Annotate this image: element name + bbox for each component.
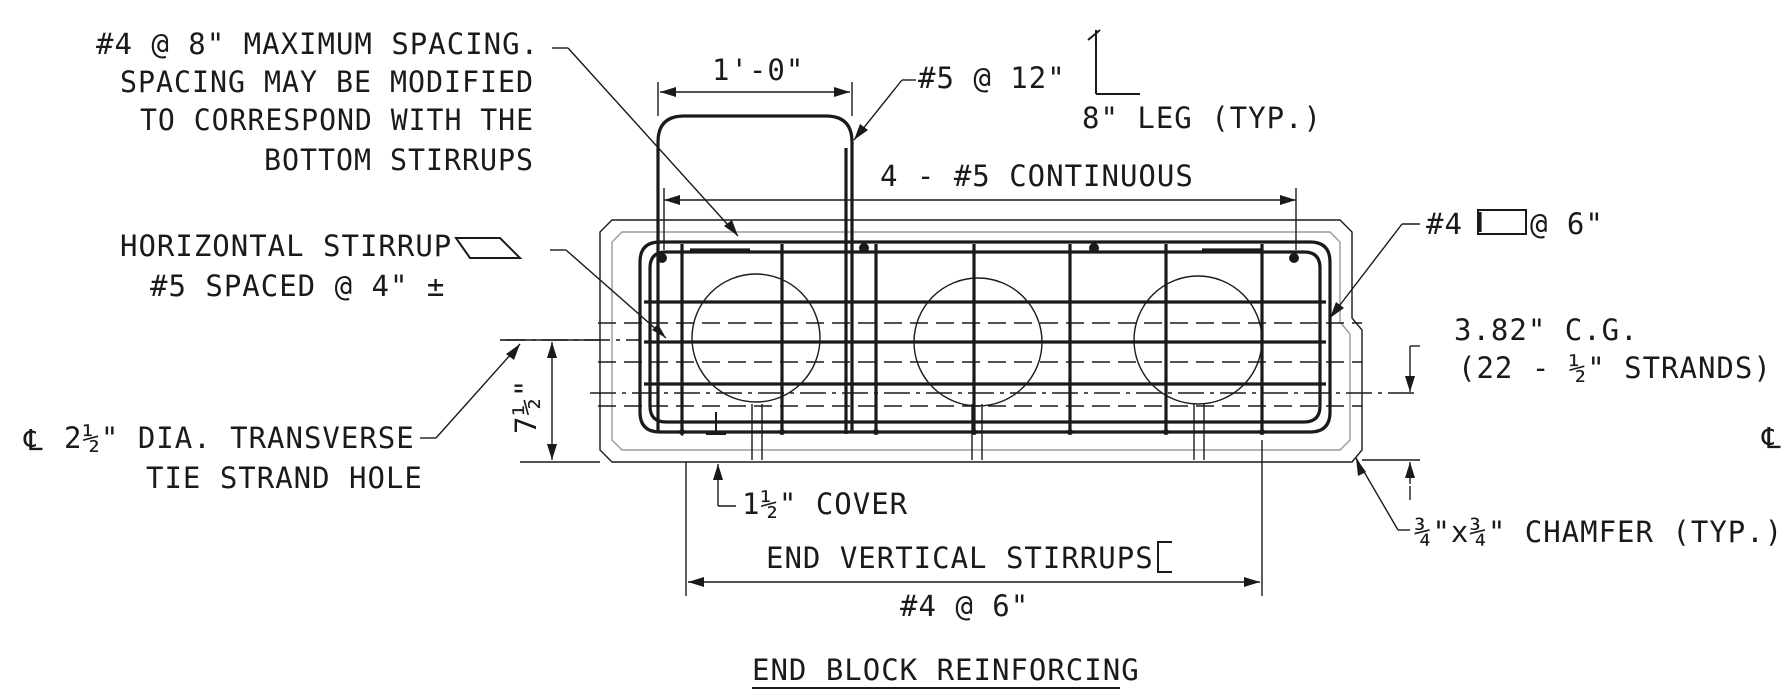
leader-tie-hole	[420, 343, 521, 439]
end-vertical-spacing-label: #4 @ 6"	[900, 589, 1029, 623]
height-label: 7½"	[509, 379, 543, 434]
note-top-stirrup-1: #4 @ 8" MAXIMUM SPACING.	[96, 27, 539, 61]
note-horizontal-stirrup-1: HORIZONTAL STIRRUP	[120, 229, 452, 263]
continuous-bar-dot-4	[1289, 253, 1299, 263]
closed-stirrup-symbol	[1477, 209, 1527, 235]
leg-symbol	[1087, 29, 1140, 95]
note-top-stirrup-2: SPACING MAY BE MODIFIED	[120, 65, 534, 99]
horizontal-stirrup-symbol	[454, 237, 523, 259]
continuous-bar-dot-3	[1089, 243, 1099, 253]
leader-closed-stirrup	[1329, 223, 1420, 319]
cover-label: 1½" COVER	[742, 487, 908, 521]
leader-cover	[713, 464, 736, 507]
note-top-stirrup-3: TO CORRESPOND WITH THE	[140, 103, 534, 137]
cg-label-2: (22 - ½" STRANDS)	[1458, 351, 1772, 385]
closed-stirrup-label-a: #4	[1426, 207, 1463, 241]
concrete-block-outline	[599, 219, 1363, 463]
note-tie-hole-1: 2½" DIA. TRANSVERSE	[64, 421, 415, 455]
strand-hole-left	[691, 273, 821, 403]
centerline-symbol-left: ℄	[23, 423, 44, 457]
dim-continuous	[663, 188, 1297, 250]
bent-bar-tall	[656, 114, 854, 432]
bottom-bar-dots	[679, 429, 1265, 435]
horizontal-stirrup-inner-loop	[648, 250, 1322, 424]
continuous-label: 4 - #5 CONTINUOUS	[880, 159, 1194, 193]
centerline-symbol-right: ℄	[1761, 421, 1782, 455]
cg-label-1: 3.82" C.G.	[1454, 313, 1639, 347]
bent-bar-label: #5 @ 12"	[918, 61, 1066, 95]
end-vertical-stirrup-symbol	[1157, 541, 1172, 573]
note-horizontal-stirrup-2: #5 SPACED @ 4" ±	[150, 269, 445, 303]
note-tie-hole-2: TIE STRAND HOLE	[146, 461, 423, 495]
closed-stirrup-label-b: @ 6"	[1530, 207, 1604, 241]
leader-bent-bar	[853, 79, 916, 141]
leg-label: 8" LEG (TYP.)	[1082, 101, 1322, 135]
continuous-bar-dot-2	[859, 243, 869, 253]
drawing-title: END BLOCK REINFORCING	[752, 653, 1140, 687]
dim-width-label: 1'-0"	[712, 53, 804, 87]
dim-cg	[1362, 345, 1420, 500]
end-vertical-label: END VERTICAL STIRRUPS	[766, 541, 1154, 575]
leader-chamfer	[1355, 457, 1410, 531]
note-top-stirrup-4: BOTTOM STIRRUPS	[264, 143, 534, 177]
dim-width-1ft	[657, 82, 853, 116]
concrete-block-inner-ghost	[611, 231, 1351, 451]
leader-top-stirrup	[552, 47, 739, 237]
chamfer-label: ¾"x¾" CHAMFER (TYP.)	[1414, 515, 1783, 549]
horizontal-stirrup-loop	[638, 240, 1332, 434]
dim-end-vertical	[685, 440, 1263, 596]
dim-height	[506, 339, 600, 463]
leader-horizontal-stirrup	[550, 249, 667, 339]
continuous-bar-dot-1	[657, 253, 667, 263]
